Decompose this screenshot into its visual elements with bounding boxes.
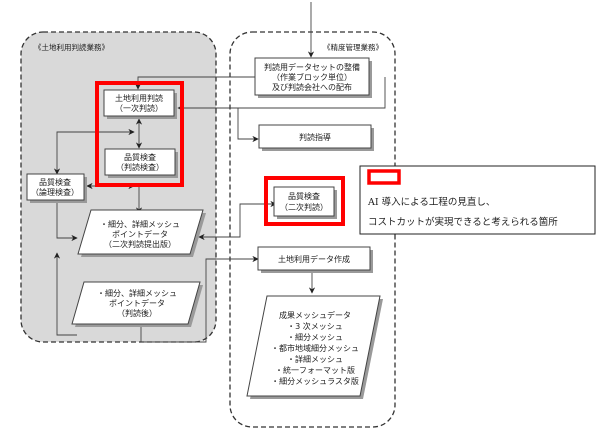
svg-text:品質検査: 品質検査 <box>124 152 156 162</box>
svg-text:・3 次メッシュ: ・3 次メッシュ <box>287 321 343 331</box>
swimlane-title-right: 《精度管理業務》 <box>323 42 383 52</box>
svg-text:・細分メッシュラスタ版: ・細分メッシュラスタ版 <box>271 376 359 386</box>
ai-highlight-right <box>264 176 345 226</box>
svg-text:品質検査: 品質検査 <box>39 177 71 187</box>
svg-text:土地利用判読: 土地利用判読 <box>115 93 163 103</box>
node-landuse-data-creation: 土地利用データ作成 <box>257 246 373 273</box>
node-mesh-point-submit: ・細分、詳細メッシュ ポイントデータ （二次判読提出版） <box>77 209 206 257</box>
svg-text:（二次判読提出版）: （二次判読提出版） <box>104 239 176 249</box>
svg-text:・統一フォーマット版: ・統一フォーマット版 <box>275 365 355 375</box>
svg-text:・詳細メッシュ: ・詳細メッシュ <box>287 354 343 364</box>
svg-text:・都市地域細分メッシュ: ・都市地域細分メッシュ <box>271 343 359 353</box>
node-mesh-point-after: ・細分、詳細メッシュ ポイントデータ （判読後） <box>71 281 203 327</box>
svg-text:（二次判読）: （二次判読） <box>280 202 328 212</box>
svg-text:及び判読会社への配布: 及び判読会社への配布 <box>272 82 352 92</box>
legend: AI 導入による工程の見直し、 コストカットが実現できると考えられる箇所 <box>359 165 596 235</box>
svg-text:ポイントデータ: ポイントデータ <box>109 298 165 308</box>
svg-text:・細分、詳細メッシュ: ・細分、詳細メッシュ <box>100 219 180 229</box>
svg-text:判読指導: 判読指導 <box>299 132 331 142</box>
node-deliverables: 成果メッシュデータ ・3 次メッシュ ・細分メッシュ ・都市地域細分メッシュ ・… <box>246 295 383 399</box>
node-logic-check: 品質検査 （論理検査） <box>26 173 87 203</box>
svg-text:（作業ブロック単位）: （作業ブロック単位） <box>272 72 352 82</box>
svg-text:判読用データセットの整備: 判読用データセットの整備 <box>264 62 360 72</box>
svg-text:・細分、詳細メッシュ: ・細分、詳細メッシュ <box>97 288 177 298</box>
swimlane-title-left: 《土地利用判読業務》 <box>34 42 109 52</box>
legend-text-line1: AI 導入による工程の見直し、 <box>367 196 495 208</box>
node-interpretation-guidance: 判読指導 <box>258 124 374 151</box>
node-dataset-preparation: 判読用データセットの整備 （作業ブロック単位） 及び判読会社への配布 <box>254 57 372 98</box>
svg-text:品質検査: 品質検査 <box>288 191 320 201</box>
svg-text:（一次判読）: （一次判読） <box>115 103 163 113</box>
svg-text:（論理検査）: （論理検査） <box>31 187 79 197</box>
legend-text-line2: コストカットが実現できると考えられる箇所 <box>368 216 558 228</box>
svg-text:成果メッシュデータ: 成果メッシュデータ <box>279 310 351 320</box>
node-first-interpretation: 土地利用判読 （一次判読） <box>103 89 177 119</box>
svg-text:（判読検査）: （判読検査） <box>116 162 164 172</box>
node-second-check: 品質検査 （二次判読） <box>273 186 337 219</box>
legend-red-swatch <box>367 169 401 185</box>
svg-text:（判読後）: （判読後） <box>117 308 157 318</box>
ai-highlight-left <box>95 81 184 187</box>
svg-text:ポイントデータ: ポイントデータ <box>112 229 168 239</box>
svg-text:・細分メッシュ: ・細分メッシュ <box>287 332 343 342</box>
svg-text:土地利用データ作成: 土地利用データ作成 <box>278 254 350 264</box>
node-interpretation-check: 品質検査 （判読検査） <box>104 148 178 178</box>
